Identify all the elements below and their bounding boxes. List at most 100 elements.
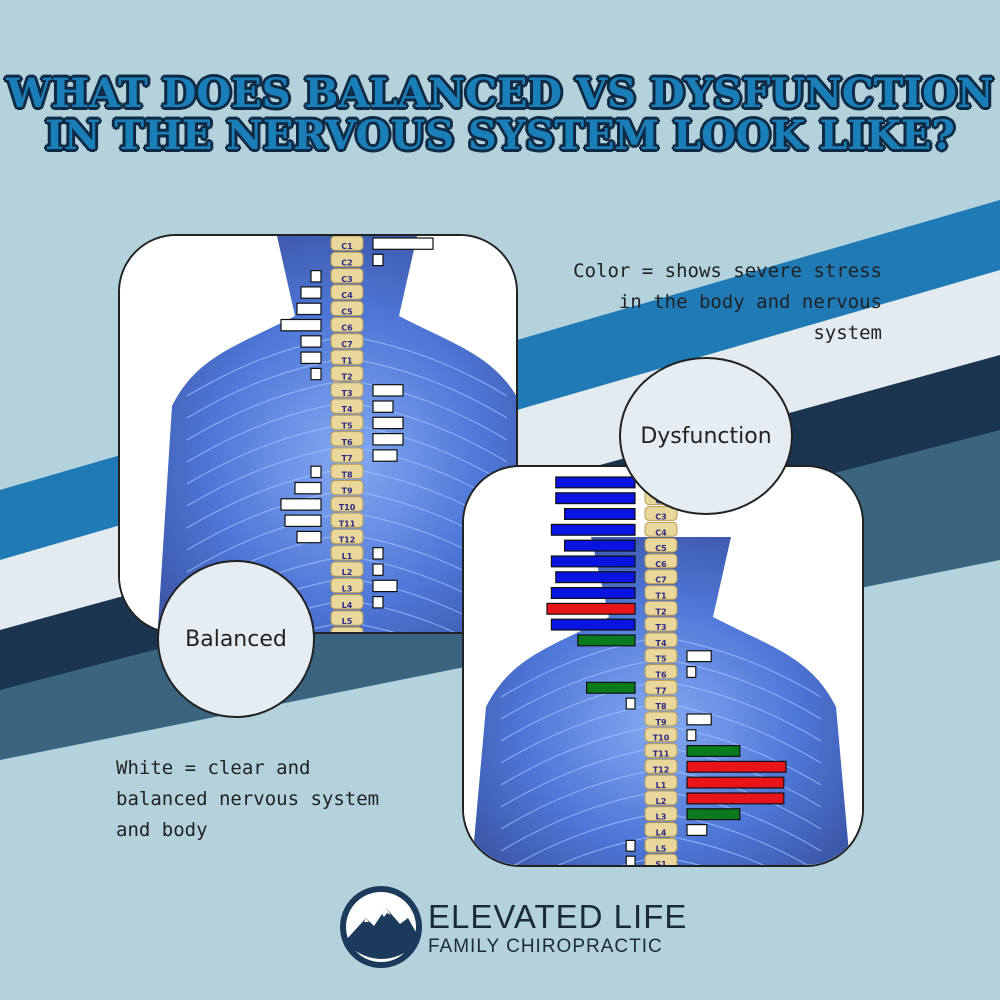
nerve-line (660, 856, 702, 865)
stress-bar-blue (550, 618, 636, 631)
vertebra-label: L5 (342, 617, 353, 626)
vertebra-label: S1 (655, 860, 667, 865)
vertebra-label: T4 (655, 639, 666, 648)
stress-bar-white (300, 351, 322, 364)
nerve-line (346, 379, 508, 441)
vertebra (644, 822, 678, 837)
white-note-line: White = clear and (116, 757, 311, 779)
vertebra (644, 758, 678, 774)
vertebra (644, 569, 678, 585)
stress-bar-white (686, 824, 708, 837)
vertebra-label: T1 (655, 592, 666, 601)
stress-bar-white (284, 514, 322, 528)
dysfunction-bubble: Dysfunction (619, 357, 793, 515)
stress-bar-green (686, 745, 741, 758)
vertebra (330, 577, 364, 594)
stress-bar-blue (555, 492, 636, 505)
nerve-line (660, 768, 822, 830)
vertebra-label: C4 (341, 291, 353, 300)
vertebra (330, 545, 364, 561)
nerve-line (186, 511, 348, 573)
nerve-line (346, 599, 456, 632)
nerve-line (620, 856, 662, 865)
color-note-line: in the body and nervous (618, 291, 882, 313)
vertebra-label: T2 (655, 607, 666, 616)
vertebra (330, 594, 364, 610)
nerve-line (500, 768, 662, 830)
balanced-scan: C1C2C3C4C5C6C7T1T2T3T4T5T6T7T8T9T10T11T1… (120, 236, 516, 632)
nerve-line (557, 834, 662, 865)
stress-bar-white (372, 596, 384, 609)
stress-bar-white (300, 286, 322, 299)
dysfunction-label: Dysfunction (640, 423, 772, 449)
vertebra (644, 632, 678, 648)
vertebra (644, 727, 678, 743)
stress-bar-white (294, 481, 322, 495)
stress-bar-white (372, 416, 404, 430)
vertebra (644, 600, 678, 616)
vertebra-label: T2 (341, 373, 352, 382)
logo: ELEVATED LIFE FAMILY CHIROPRACTIC (338, 884, 686, 974)
nerve-line (500, 746, 662, 808)
color-note-line: Color = shows severe stress (573, 260, 882, 282)
stress-bar-white (372, 449, 398, 462)
vertebra (644, 743, 678, 758)
vertebra-label: L5 (656, 844, 667, 853)
stress-bar-red (686, 760, 787, 773)
vertebra-label: C6 (341, 324, 353, 333)
vertebra (644, 853, 678, 865)
vertebra-label: T4 (341, 405, 352, 414)
vertebra (644, 585, 678, 600)
title-line-2: IN THE NERVOUS SYSTEM LOOK LIKE? (45, 112, 955, 159)
stress-bar-white (686, 666, 697, 679)
nerve-line (660, 724, 822, 786)
balanced-bubble: Balanced (157, 560, 315, 718)
vertebra-label: T8 (655, 702, 666, 711)
vertebra-label: L3 (656, 813, 667, 822)
stress-bar-blue (555, 476, 636, 489)
vertebra (330, 480, 364, 496)
vertebra-label: L1 (656, 781, 667, 790)
vertebra-label: T7 (341, 454, 352, 463)
vertebra-label: T11 (653, 750, 670, 759)
stress-bar-blue (563, 539, 636, 552)
stress-bar-green (577, 634, 636, 647)
stress-bar-green (585, 681, 636, 694)
vertebra (330, 528, 364, 545)
stress-bar-white (372, 237, 434, 250)
vertebra-label: T10 (339, 503, 356, 512)
stress-bar-white (372, 547, 384, 560)
nerve-line (186, 423, 348, 485)
vertebra-label: L2 (656, 797, 667, 806)
vertebra (330, 561, 364, 577)
balanced-label: Balanced (185, 626, 287, 652)
nerve-line (660, 680, 822, 742)
stress-bar-blue (555, 571, 636, 584)
vertebra (644, 537, 678, 553)
stress-bar-red (686, 792, 785, 805)
vertebra (330, 398, 364, 414)
vertebra-label: C5 (655, 544, 667, 553)
stress-bar-white (686, 729, 697, 742)
vertebra-label: C5 (341, 307, 353, 316)
vertebra-label: T3 (655, 623, 666, 632)
vertebra-label: C3 (341, 275, 352, 284)
vertebra (330, 365, 364, 382)
vertebra (330, 300, 364, 316)
nerve-line (186, 379, 348, 441)
stress-bar-white (372, 563, 384, 576)
vertebra (330, 414, 364, 431)
mountain-logo-icon (340, 886, 422, 968)
dysfunction-panel: C1C2C3C4C5C6C7T1T2T3T4T5T6T7T8T9T10T11T1… (462, 465, 864, 867)
stress-bar-white (372, 433, 404, 446)
nerve-line (186, 489, 348, 551)
stress-bar-white (296, 530, 322, 544)
nerve-line (346, 335, 508, 397)
nerve-line (186, 467, 348, 529)
nerve-line (186, 401, 348, 463)
vertebra (330, 626, 364, 632)
vertebra-label: T5 (341, 421, 352, 430)
stress-bar-white (296, 302, 322, 316)
